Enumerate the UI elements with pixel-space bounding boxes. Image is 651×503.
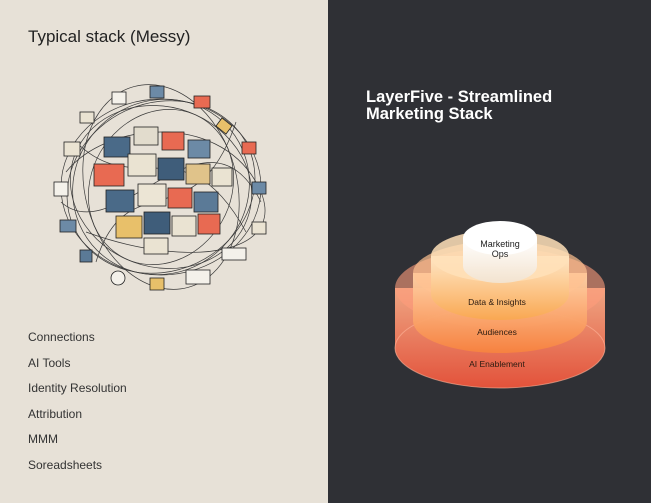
messy-stack-title: Typical stack (Messy)	[28, 27, 191, 46]
layer-label-marketing-ops-line2: Ops	[492, 249, 509, 259]
list-item-mmm: MMM	[28, 432, 58, 447]
layer-label-audiences: Audiences	[477, 327, 517, 337]
list-item-ai-tools: AI Tools	[28, 355, 71, 370]
list-item-connections: Connections	[28, 330, 95, 344]
list-item-attribution: Attribution	[28, 406, 83, 421]
messy-stack-illustration	[53, 84, 267, 291]
cube-cluster	[93, 126, 233, 255]
layer-marketing-ops	[463, 221, 537, 283]
list-item-identity-resolution: Identity Resolution	[28, 381, 127, 396]
title-line-1: LayerFive - Streamlined	[366, 88, 553, 106]
layer-label-marketing-ops-line1: Marketing	[480, 239, 520, 249]
layered-stack-diagram: Marketing Ops Data & Insights Audiences …	[394, 221, 606, 389]
layer-label-ai-enablement: AI Enablement	[469, 359, 525, 369]
messy-stack-panel: Typical stack (Messy)	[0, 0, 328, 503]
peripheral-tiles	[53, 85, 267, 291]
list-item-spreadsheets: Soreadsheets	[28, 457, 103, 472]
streamlined-stack-title: LayerFive - Streamlined Marketing Stack	[366, 89, 616, 123]
title-line-2: Marketing Stack	[366, 105, 493, 123]
messy-stack-list: Connections AI Tools Identity Resolution…	[28, 330, 127, 484]
layer-label-data-insights: Data & Insights	[468, 297, 526, 307]
